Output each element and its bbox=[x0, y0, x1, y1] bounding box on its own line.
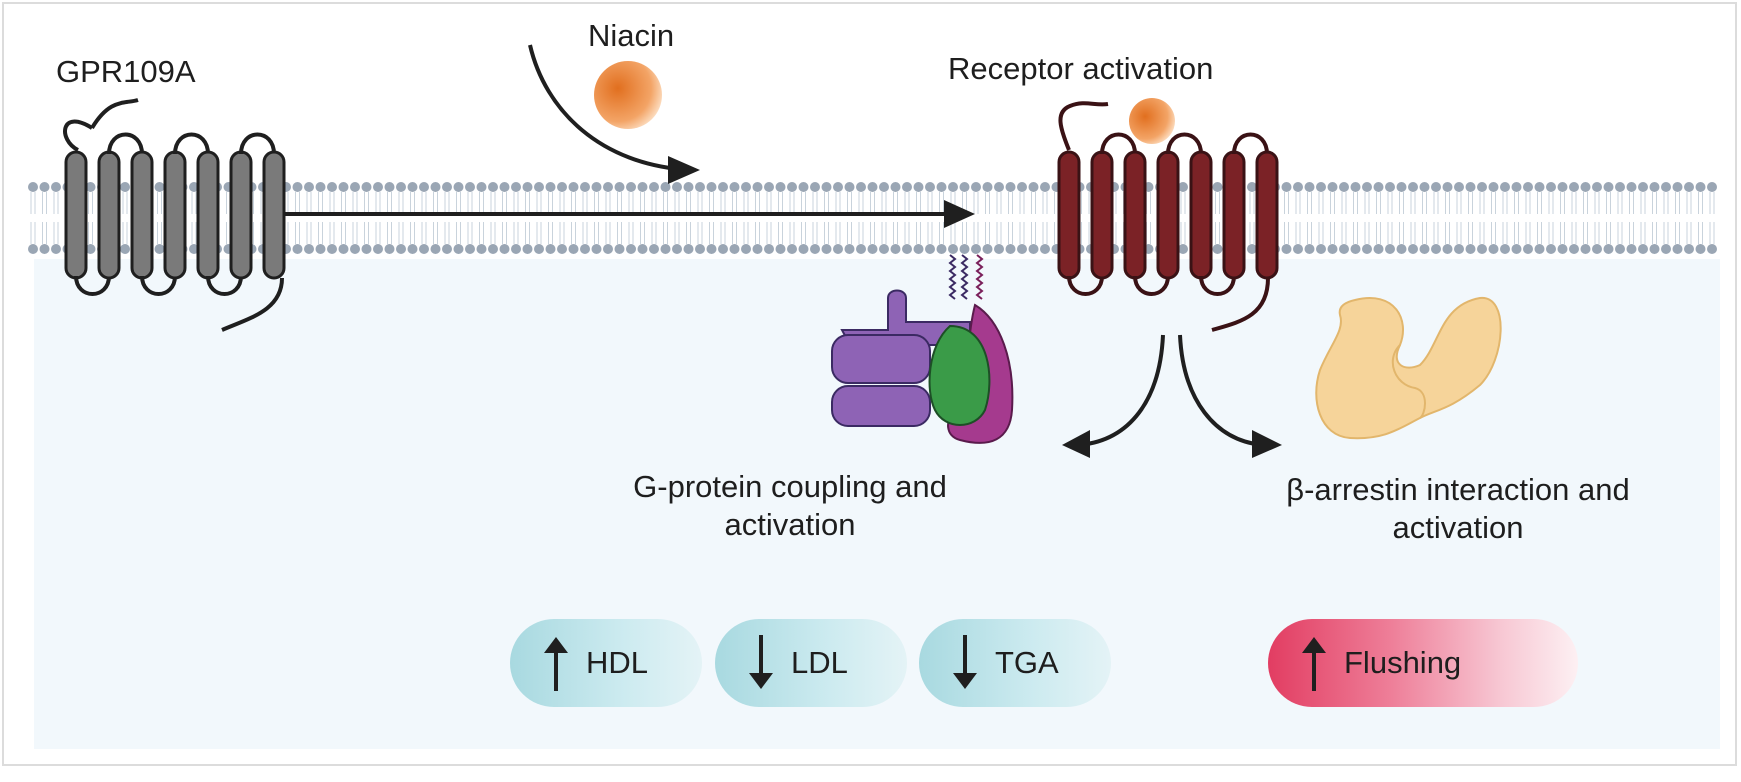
ldl-effect-pill: LDL bbox=[715, 619, 907, 707]
up-arrow-icon bbox=[544, 637, 568, 691]
down-arrow-icon bbox=[953, 635, 977, 689]
gprotein-branch-arrowhead bbox=[1062, 430, 1090, 458]
effect-label: HDL bbox=[586, 645, 649, 680]
niacin-binding-arrowhead bbox=[668, 156, 700, 184]
flushing-effect-pill: Flushing bbox=[1268, 619, 1578, 707]
arrestin-branch-arrow bbox=[1178, 334, 1263, 447]
down-arrow-icon bbox=[749, 635, 773, 689]
gpr109a-inactive-receptor bbox=[63, 98, 286, 332]
receptor-activation-label: Receptor activation bbox=[948, 51, 1214, 86]
gprotein-coupling-label: G-protein coupling and activation bbox=[633, 469, 947, 542]
niacin-label: Niacin bbox=[588, 18, 675, 53]
gprotein-branch-arrow bbox=[1079, 334, 1165, 447]
arrestin-branch-arrowhead bbox=[1252, 430, 1282, 458]
active-receptor bbox=[1057, 101, 1279, 332]
tga-effect-pill: TGA bbox=[919, 619, 1111, 707]
activation-arrowhead bbox=[944, 200, 975, 228]
effect-label: TGA bbox=[995, 645, 1059, 680]
effect-label: LDL bbox=[791, 645, 848, 680]
up-arrow-icon bbox=[1302, 637, 1326, 691]
hdl-effect-pill: HDL bbox=[510, 619, 702, 707]
niacin-binding-arrow bbox=[528, 44, 691, 172]
niacin-molecule bbox=[594, 61, 662, 129]
bound-niacin-molecule bbox=[1129, 98, 1175, 144]
g-protein-complex bbox=[831, 254, 1014, 444]
gpr109a-label: GPR109A bbox=[56, 54, 196, 89]
beta-arrestin-protein bbox=[1315, 296, 1502, 440]
arrestin-interaction-label: β-arrestin interaction and activation bbox=[1286, 472, 1630, 545]
effect-label: Flushing bbox=[1344, 645, 1462, 680]
